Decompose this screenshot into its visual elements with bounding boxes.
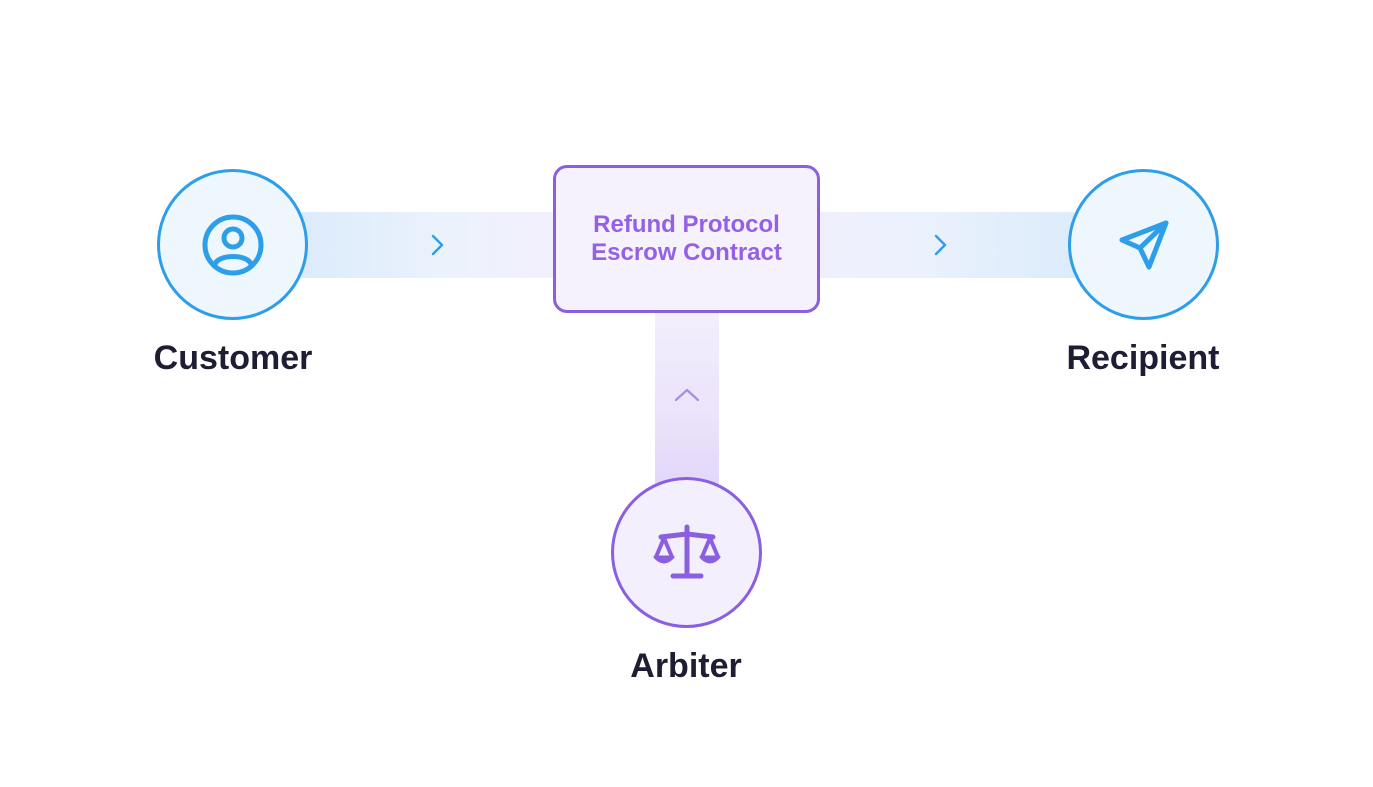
scales-icon bbox=[653, 524, 720, 578]
customer-node bbox=[157, 169, 308, 320]
chevron-right-icon bbox=[431, 234, 444, 256]
paper-plane-icon bbox=[1119, 220, 1168, 269]
chevron-up-icon bbox=[674, 388, 700, 402]
arbiter-node bbox=[611, 477, 762, 628]
flow-arbiter-to-contract bbox=[655, 306, 719, 492]
arbiter-label: Arbiter bbox=[630, 647, 742, 685]
recipient-label: Recipient bbox=[1066, 339, 1220, 377]
user-circle-icon bbox=[202, 214, 263, 275]
customer-label: Customer bbox=[153, 339, 313, 377]
contract-title-line-2: Escrow Contract bbox=[591, 239, 782, 266]
chevron-right-icon bbox=[934, 234, 947, 256]
escrow-contract-box: Refund Protocol Escrow Contract bbox=[553, 165, 820, 313]
contract-title-line-1: Refund Protocol bbox=[593, 211, 780, 238]
recipient-node bbox=[1068, 169, 1219, 320]
flow-customer-to-contract bbox=[300, 212, 562, 278]
